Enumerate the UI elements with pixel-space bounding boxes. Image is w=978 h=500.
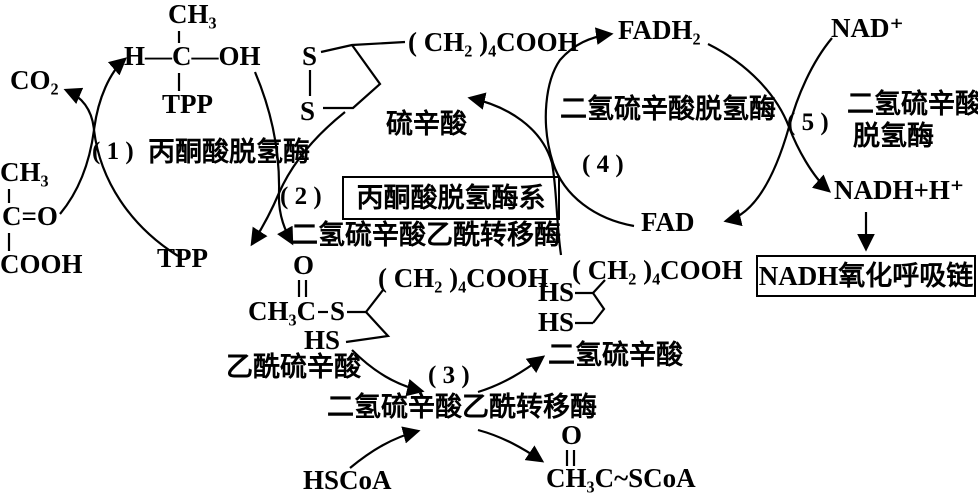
pyruvate-ch3: CH₃ — [0, 157, 49, 187]
hydroxyethyl-hcoh: H—C—OH — [124, 41, 261, 71]
bond-chain-up — [365, 289, 384, 313]
enzyme-2-label: 二氢硫辛酸乙酰转移酶 — [291, 220, 561, 250]
dihydro-hs2: HS — [538, 307, 575, 337]
dihydro-hs1: HS — [538, 277, 575, 307]
acetyl-chain: ( CH₂ )₄COOH — [378, 263, 549, 293]
bond-chain-hs — [345, 311, 391, 344]
acetyl-lipoate-name: 乙酰硫辛酸 — [226, 352, 361, 382]
acetyl-ch3c: CH₃C — [248, 296, 317, 326]
hscoa-label: HSCoA — [303, 465, 392, 495]
step-2-label: ( 2 ) — [280, 183, 322, 210]
enzyme-4-label: 二氢硫辛酸脱氢酶 — [560, 94, 776, 124]
co2-label: CO₂ — [10, 65, 59, 95]
arrow-fad-to-fadh2 — [544, 27, 635, 228]
bond-dh-up — [592, 279, 606, 294]
bond-dh-zigzag — [592, 292, 606, 324]
arrow-nad-to-fad — [723, 37, 833, 227]
arrow-hydroxyethyl-to-acetyl — [253, 71, 294, 246]
step-1-label: ( 1 ) — [92, 138, 134, 165]
enzyme-5-line2: 脱氢酶 — [853, 121, 934, 151]
enzyme-1-label: 丙酮酸脱氢酶 — [148, 137, 310, 167]
lipoate-chain: ( CH₂ )₄COOH — [408, 27, 579, 57]
lipoate-s-top: S — [302, 41, 318, 71]
acetylcoa-o: O — [561, 420, 583, 450]
hydroxyethyl-tpp: TPP — [162, 89, 213, 119]
arrow-pyruvate-to-hydroxyethyl — [59, 57, 127, 215]
enzyme-3-label: 二氢硫辛酸乙酰转移酶 — [327, 392, 597, 422]
bond-ring-right — [323, 44, 382, 110]
acetyl-s: S — [330, 296, 346, 326]
fad-label: FAD — [641, 207, 695, 237]
acetyl-hs: HS — [304, 325, 341, 355]
dihydrolipoate-name: 二氢硫辛酸 — [548, 340, 683, 370]
fadh2-label: FADH₂ — [618, 15, 701, 45]
step-3-label: ( 3 ) — [428, 362, 470, 389]
pyruvate-co: C=O — [2, 201, 58, 231]
arrow-hscoa-to-enzyme — [349, 426, 421, 469]
hydroxyethyl-ch3: CH₃ — [168, 0, 217, 29]
acetyl-o: O — [293, 250, 315, 280]
bond-ring-top — [320, 40, 406, 54]
lipoate-s-bottom: S — [300, 96, 316, 126]
arrow-enzyme-to-acetylcoa — [477, 428, 545, 463]
arrow-tpp-to-co2 — [63, 87, 179, 257]
step-4-label: ( 4 ) — [582, 151, 624, 178]
lipoate-name: 硫辛酸 — [386, 109, 467, 139]
nadh-label: NADH+H⁺ — [834, 175, 965, 205]
tpp-label: TPP — [157, 243, 208, 273]
arrow-step3-to-dihydrolipoate — [477, 355, 546, 394]
arrow-lipoate-to-tpp — [250, 111, 346, 247]
enzyme-5-line1: 二氢硫辛酸 — [847, 89, 978, 119]
arrow-fadh2-to-nadh — [707, 43, 831, 193]
acetylcoa-label: CH₃C~SCoA — [546, 463, 696, 493]
arrow-acetyllipoate-to-step3 — [351, 349, 425, 397]
nadh-respiratory-chain-box: NADH氧化呼吸链 — [756, 255, 976, 297]
pyruvate-dehydrogenase-complex-box: 丙酮酸脱氢酶系 — [342, 176, 560, 220]
step-5-label: ( 5 ) — [787, 109, 829, 136]
pyruvate-cooh: COOH — [0, 249, 83, 279]
nad-label: NAD⁺ — [831, 13, 904, 43]
dihydro-chain: ( CH₂ )₄COOH — [572, 255, 743, 285]
